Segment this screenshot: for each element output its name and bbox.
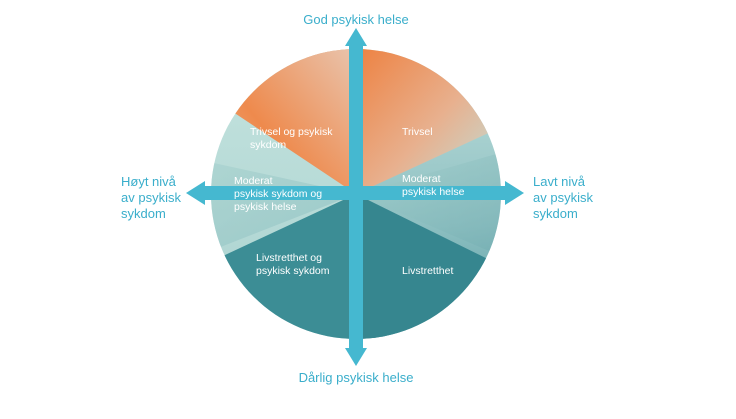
segment-label-bottom-right-line-1: Livstretthet	[402, 265, 454, 277]
segment-label-middle-right-line-2: psykisk helse	[402, 186, 465, 198]
arrow-up-icon	[345, 28, 367, 46]
axis-label-top: God psykisk helse	[303, 12, 409, 27]
segment-label-top-left: Trivsel og psykisk sykdom	[250, 126, 332, 152]
segment-label-top-left-line-1: Trivsel og psykisk	[250, 126, 333, 138]
arrow-left-icon	[186, 181, 205, 205]
segment-label-bottom-right: Livstretthet	[402, 265, 453, 278]
segment-label-middle-left: Moderat psykisk sykdom og psykisk helse	[234, 175, 322, 214]
axis-label-right-line-3: sykdom	[533, 206, 578, 221]
axis-label-right-line-1: Lavt nivå	[533, 174, 586, 189]
axis-label-left-line-2: av psykisk	[121, 190, 181, 205]
segment-label-bottom-left-line-1: Livstretthet og	[256, 252, 322, 264]
segment-middle-right	[356, 150, 501, 260]
segment-label-middle-left-line-1: Moderat	[234, 175, 273, 187]
segment-label-top-left-line-2: sykdom	[250, 139, 287, 151]
segment-label-middle-left-line-3: psykisk helse	[234, 201, 297, 213]
axis-label-left-line-1: Høyt nivå	[121, 174, 176, 189]
segment-label-middle-right: Moderat psykisk helse	[402, 173, 464, 199]
horizontal-axis-bar	[200, 186, 512, 200]
axis-label-left: Høyt nivå av psykisk sykdom	[121, 174, 181, 222]
segment-label-top-right-line-1: Trivsel	[402, 126, 433, 138]
segment-label-top-right: Trivsel	[402, 126, 433, 139]
segment-label-bottom-left-line-2: psykisk sykdom	[256, 265, 330, 277]
arrow-down-icon	[345, 348, 367, 366]
segment-label-bottom-left: Livstretthet og psykisk sykdom	[256, 252, 330, 278]
segment-label-middle-right-line-1: Moderat	[402, 173, 441, 185]
segment-label-middle-left-line-2: psykisk sykdom og	[234, 188, 323, 200]
arrow-right-icon	[505, 181, 524, 205]
axis-arrows	[186, 28, 524, 366]
segment-middle-left	[211, 160, 356, 255]
axis-label-right: Lavt nivå av psykisk sykdom	[533, 174, 593, 222]
axis-label-right-line-2: av psykisk	[533, 190, 593, 205]
axis-label-bottom: Dårlig psykisk helse	[298, 370, 414, 385]
axis-label-left-line-3: sykdom	[121, 206, 166, 221]
